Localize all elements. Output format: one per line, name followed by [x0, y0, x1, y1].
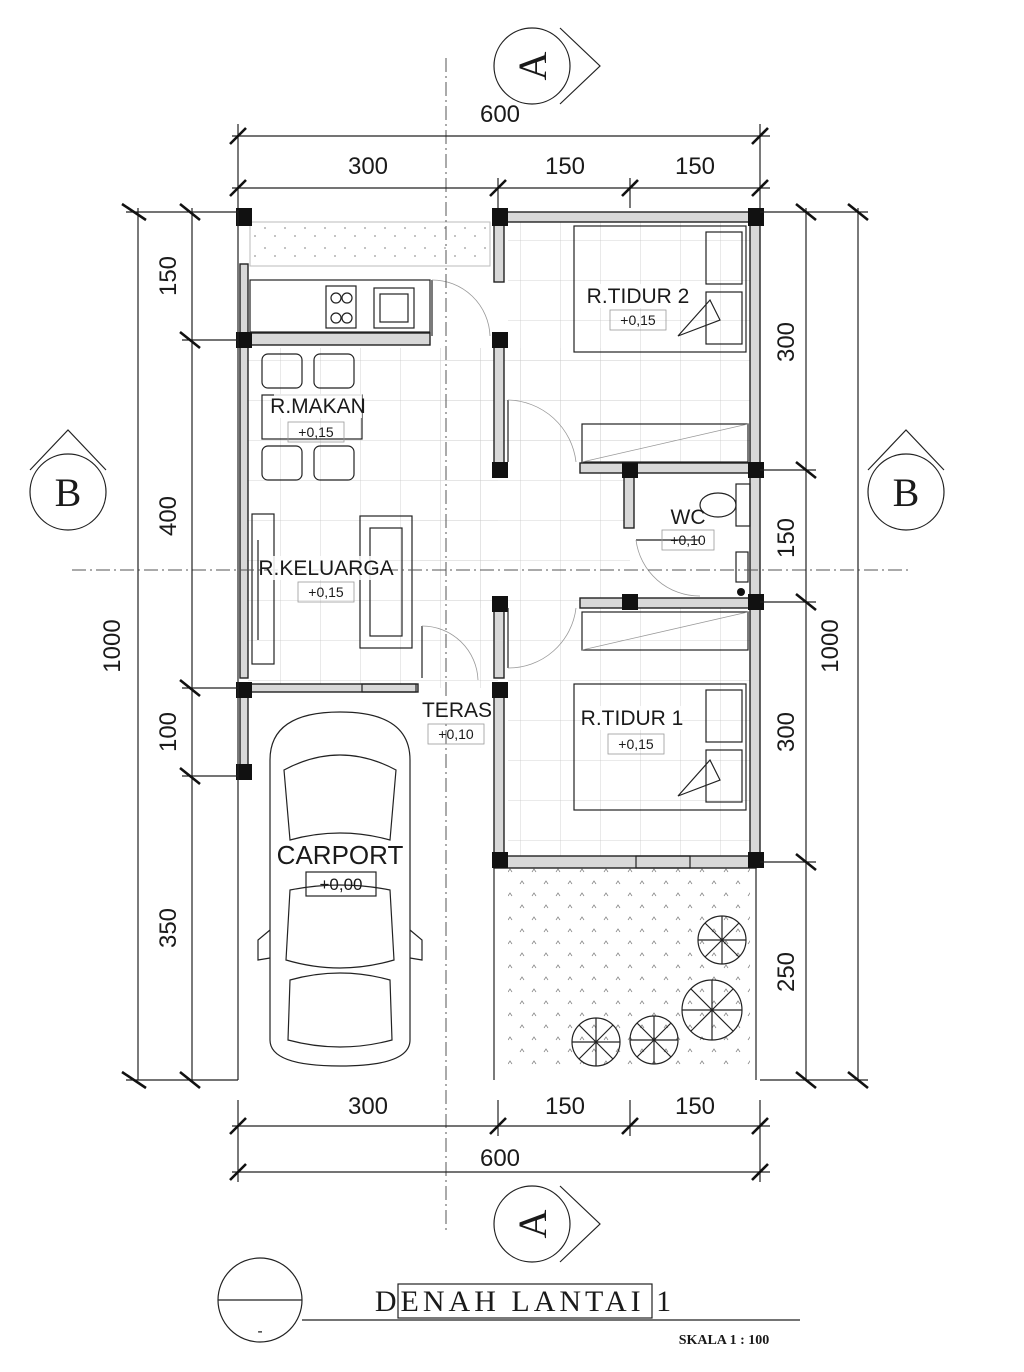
room-name: R.TIDUR 1: [581, 707, 684, 730]
dimension-ticks: [121, 127, 869, 1181]
room-r-makan: R.MAKAN +0,15: [270, 394, 366, 443]
dim-right-3: 300: [773, 712, 800, 752]
section-marker-a-top: A: [493, 27, 601, 105]
section-label-a-bottom: A: [510, 1209, 555, 1238]
bed-1: [573, 683, 747, 811]
section-marker-b-right: B: [867, 429, 945, 531]
dim-top-total: 600: [480, 101, 520, 128]
dim-left-1: 150: [155, 256, 182, 296]
dim-left-total: 1000: [99, 619, 126, 672]
dim-bottom-left: 300: [348, 1093, 388, 1120]
car: [257, 711, 423, 1067]
room-name: R.MAKAN: [270, 395, 366, 418]
dim-top-mid: 150: [545, 153, 585, 180]
room-name: R.KELUARGA: [258, 557, 393, 580]
room-name: TERAS: [422, 699, 492, 722]
section-lines: [72, 58, 910, 1230]
wardrobe-1: [581, 611, 749, 651]
room-name: CARPORT: [277, 840, 404, 870]
wc-fixtures: [699, 483, 751, 596]
dim-top-right: 150: [675, 153, 715, 180]
room-level: +0,15: [298, 424, 334, 440]
planter-strip: [249, 221, 491, 267]
garden-trees: [571, 915, 747, 1067]
title-circle-note: -: [257, 1323, 262, 1340]
section-marker-b-left: B: [29, 429, 107, 531]
floor-tiles: [248, 222, 750, 858]
front-window: [361, 683, 417, 693]
dim-left-3: 100: [155, 712, 182, 752]
room-level: +0,15: [620, 312, 656, 328]
bedroom-1-door: [507, 607, 577, 669]
section-label-b-right: B: [893, 470, 920, 515]
sofa: [359, 515, 413, 649]
section-label-a-top: A: [510, 51, 555, 80]
dim-bottom-right: 150: [675, 1093, 715, 1120]
room-level: +0,15: [308, 584, 344, 600]
columns: [236, 208, 764, 868]
bedroom-1-window: [635, 855, 691, 869]
room-level: +0,10: [670, 532, 706, 548]
dim-right-1: 300: [773, 322, 800, 362]
dim-left-4: 350: [155, 908, 182, 948]
title-block: - DENAH LANTAI 1 SKALA 1 : 100: [217, 1257, 800, 1348]
drawing-title: DENAH LANTAI 1: [375, 1285, 675, 1318]
wardrobe-2: [581, 423, 749, 463]
section-marker-a-bottom: A: [493, 1185, 601, 1263]
room-r-tidur-1: R.TIDUR 1 +0,15: [581, 706, 684, 755]
kitchen-door: [431, 279, 491, 337]
dim-right-2: 150: [773, 518, 800, 558]
room-level: +0,00: [319, 875, 362, 894]
room-carport: CARPORT +0,00: [277, 840, 404, 897]
room-teras: TERAS +0,10: [422, 698, 492, 745]
room-level: +0,15: [618, 736, 654, 752]
site-boundary: [237, 210, 757, 1080]
room-level: +0,10: [438, 726, 474, 742]
wc-door: [635, 539, 701, 597]
tv-cabinet: [251, 513, 275, 665]
room-name: WC: [671, 506, 706, 529]
family-door: [421, 625, 479, 681]
room-r-tidur-2: R.TIDUR 2 +0,15: [587, 284, 690, 331]
kitchen-counter: [249, 279, 431, 333]
dim-top-left: 300: [348, 153, 388, 180]
bedroom-2-door: [507, 399, 577, 463]
garden-area: [508, 868, 750, 1068]
room-wc: WC +0,10: [661, 506, 715, 551]
section-label-b-left: B: [55, 470, 82, 515]
dim-left-2: 400: [155, 496, 182, 536]
bed-2: [573, 225, 747, 353]
dim-bottom-total: 600: [480, 1145, 520, 1172]
drawing-scale: SKALA 1 : 100: [679, 1333, 770, 1348]
room-name: R.TIDUR 2: [587, 285, 690, 308]
dim-right-4: 250: [773, 952, 800, 992]
dim-right-total: 1000: [817, 619, 844, 672]
room-r-keluarga: R.KELUARGA +0,15: [258, 556, 394, 603]
dim-bottom-mid: 150: [545, 1093, 585, 1120]
